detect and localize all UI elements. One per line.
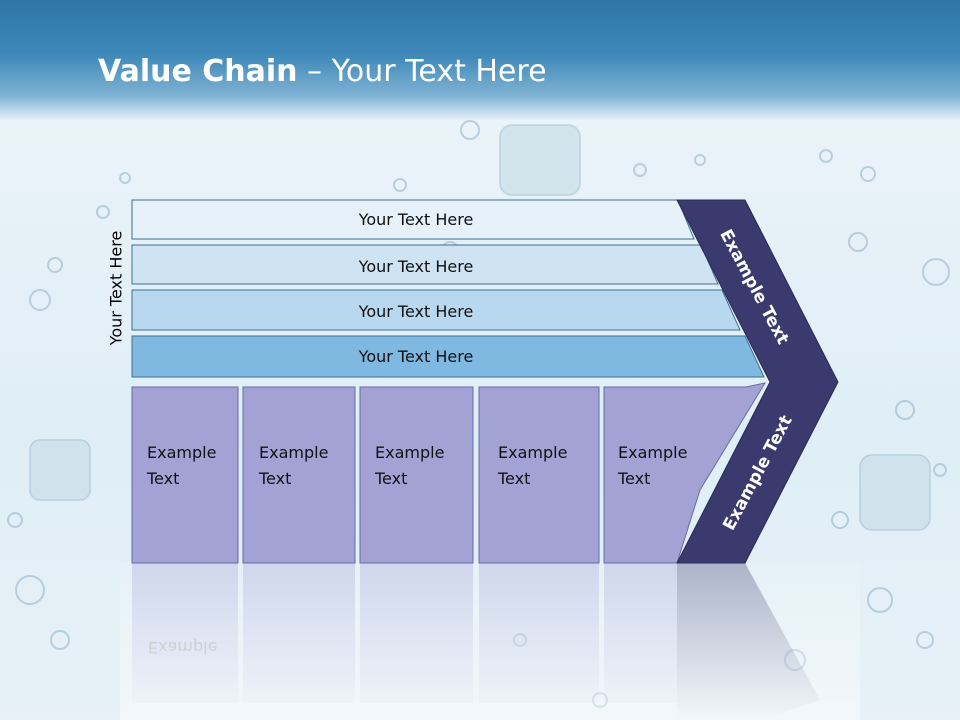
row-1-label: Your Text Here <box>358 210 474 229</box>
row-3-label: Your Text Here <box>358 302 474 321</box>
cell-2-line-2: Text <box>258 469 291 488</box>
row-4-label: Your Text Here <box>358 347 474 366</box>
cell-3-line-2: Text <box>374 469 407 488</box>
row-3 <box>131 289 741 331</box>
cell-2-line-1: Example <box>259 443 328 462</box>
cell-1 <box>131 386 239 564</box>
chevron-arrow <box>676 199 839 564</box>
cell-1-line-2: Text <box>146 469 179 488</box>
header-banner <box>0 0 960 120</box>
title-rest: – Your Text Here <box>297 54 547 89</box>
cell-5 <box>603 382 767 564</box>
cell-4-line-1: Example <box>498 443 567 462</box>
row-2 <box>131 244 719 285</box>
cell-group: Example Text Example Text Example Text E… <box>131 382 767 564</box>
row-4 <box>131 335 765 378</box>
cell-1-line-1: Example <box>147 443 216 462</box>
cell-5-line-2: Text <box>617 469 650 488</box>
title-bold: Value Chain <box>98 54 298 89</box>
cell-4 <box>478 386 600 564</box>
cell-2 <box>242 386 356 564</box>
cell-3 <box>359 386 474 564</box>
cell-3-line-1: Example <box>375 443 444 462</box>
page-title: Value Chain – Your Text Here <box>98 52 547 92</box>
cell-5-line-1: Example <box>618 443 687 462</box>
cell-4-line-2: Text <box>497 469 530 488</box>
diagram-reflection: Example <box>120 563 860 720</box>
row-group: Your Text Here Your Text Here Your Text … <box>131 199 765 378</box>
row-2-label: Your Text Here <box>358 257 474 276</box>
row-1 <box>131 199 695 240</box>
